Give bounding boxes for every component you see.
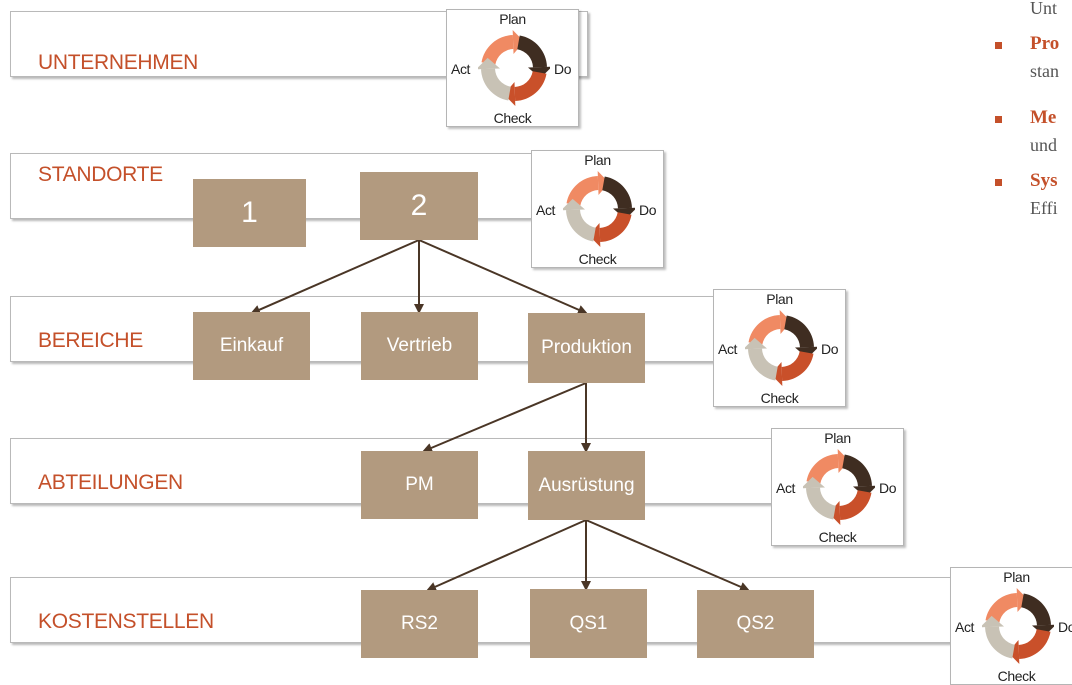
pdca-act-arc-head: [563, 198, 586, 211]
pdca-check-label: Check: [578, 251, 617, 267]
pdca-do-arc: [784, 315, 814, 348]
pdca-cycle-icon: [563, 171, 635, 247]
pdca-check-label: Check: [493, 110, 532, 126]
pdca-plan-arc: [566, 176, 599, 206]
pdca-plan-label: Plan: [766, 291, 793, 307]
box-rs2: RS2: [361, 590, 478, 658]
box-standort-2: 2: [360, 172, 478, 240]
pdca-plan-arc: [806, 454, 839, 484]
pdca-act-label: Act: [776, 480, 796, 496]
pdca-plan-arc: [481, 35, 514, 65]
box-einkauf: Einkauf: [193, 312, 310, 380]
box-ausruestung: Ausrüstung: [528, 451, 645, 520]
pdca-check-arc-head: [503, 81, 516, 106]
level-label-standorte: STANDORTE: [38, 163, 163, 186]
box-vertrieb: Vertrieb: [361, 312, 478, 380]
level-label-kostenstellen: KOSTENSTELLEN: [38, 610, 214, 633]
bullet-3: [995, 179, 1002, 186]
pdca-check-arc-head: [828, 500, 841, 525]
connector-produktion-pm: [422, 382, 587, 453]
level-label-abteilungen: ABTEILUNGEN: [38, 471, 183, 494]
pdca-check-arc: [1018, 629, 1051, 659]
pdca-check-arc: [514, 71, 547, 101]
pdca-do-label: Do: [1058, 619, 1072, 635]
pdca-check-label: Check: [818, 529, 857, 545]
bullet-1: [995, 42, 1002, 49]
pdca-do-arc: [842, 454, 872, 487]
box-standort-1: 1: [193, 179, 306, 247]
bullet-2-rest: und: [1030, 135, 1057, 155]
pdca-cycle-icon: [478, 30, 550, 106]
pdca-plan-arc: [985, 593, 1018, 623]
pdca-plan-arc: [748, 315, 781, 345]
pdca-cycle-icon: [803, 449, 875, 525]
pdca-cycle-icon: [745, 310, 817, 386]
bullet-1-rest: stan: [1030, 61, 1059, 81]
bullet-2-head: Me: [1030, 107, 1057, 128]
pdca-act-label: Act: [955, 619, 975, 635]
level-label-unternehmen: UNTERNEHMEN: [38, 51, 199, 74]
pdca-act-label: Act: [536, 202, 556, 218]
pdca-check-arc-head: [770, 361, 783, 386]
pdca-act-arc-head: [745, 337, 768, 350]
pdca-act-label: Act: [718, 341, 738, 357]
pdca-act-arc-head: [803, 476, 826, 489]
pdca-act-arc-head: [982, 615, 1005, 628]
pdca-plan-label: Plan: [824, 430, 851, 446]
pdca-check-arc-head: [588, 222, 601, 247]
pdca-act-arc: [806, 487, 836, 520]
pdca-do-arc: [1021, 593, 1051, 626]
pdca-do-label: Do: [821, 341, 839, 357]
pdca-plan-arc-head: [1016, 588, 1029, 613]
pdca-plan-label: Plan: [584, 152, 611, 168]
box-qs2: QS2: [697, 590, 814, 658]
pdca-do-arc: [602, 176, 632, 209]
pdca-check-arc: [839, 490, 872, 520]
connector-ausruestung-rs2: [426, 519, 587, 592]
pdca-check-arc-head: [1007, 639, 1020, 664]
pdca-plan-arc-head: [779, 310, 792, 335]
pdca-plan-arc-head: [597, 171, 610, 196]
bullet-3-head: Sys: [1030, 170, 1058, 191]
right-text-top-fragment: Unt: [1030, 0, 1057, 18]
box-produktion: Produktion: [528, 313, 645, 383]
pdca-act-arc: [566, 209, 596, 242]
pdca-check-label: Check: [997, 668, 1036, 684]
box-qs1: QS1: [530, 589, 647, 658]
pdca-do-label: Do: [554, 61, 572, 77]
pdca-act-arc-head: [478, 57, 501, 70]
bullet-2: [995, 116, 1002, 123]
connector-2-einkauf: [250, 239, 420, 315]
pdca-plan-arc-head: [837, 449, 850, 474]
pdca-act-arc: [481, 68, 511, 101]
bullet-1-head: Pro: [1030, 33, 1060, 54]
pdca-cycle-icon: [982, 588, 1054, 664]
pdca-do-arc: [517, 35, 547, 68]
connector-ausruestung-qs2: [585, 519, 750, 592]
pdca-plan-arc-head: [512, 30, 525, 55]
connector-2-produktion: [418, 239, 588, 315]
pdca-act-arc: [985, 626, 1015, 659]
pdca-plan-label: Plan: [499, 11, 526, 27]
box-pm: PM: [361, 451, 478, 519]
level-label-bereiche: BEREICHE: [38, 329, 143, 352]
pdca-plan-label: Plan: [1003, 569, 1030, 585]
pdca-act-arc: [748, 348, 778, 381]
bullet-3-rest: Effi: [1030, 198, 1058, 218]
pdca-check-arc: [599, 212, 632, 242]
pdca-check-arc: [781, 351, 814, 381]
pdca-do-label: Do: [639, 202, 657, 218]
pdca-do-label: Do: [879, 480, 897, 496]
pdca-act-label: Act: [451, 61, 471, 77]
pdca-check-label: Check: [760, 390, 799, 406]
